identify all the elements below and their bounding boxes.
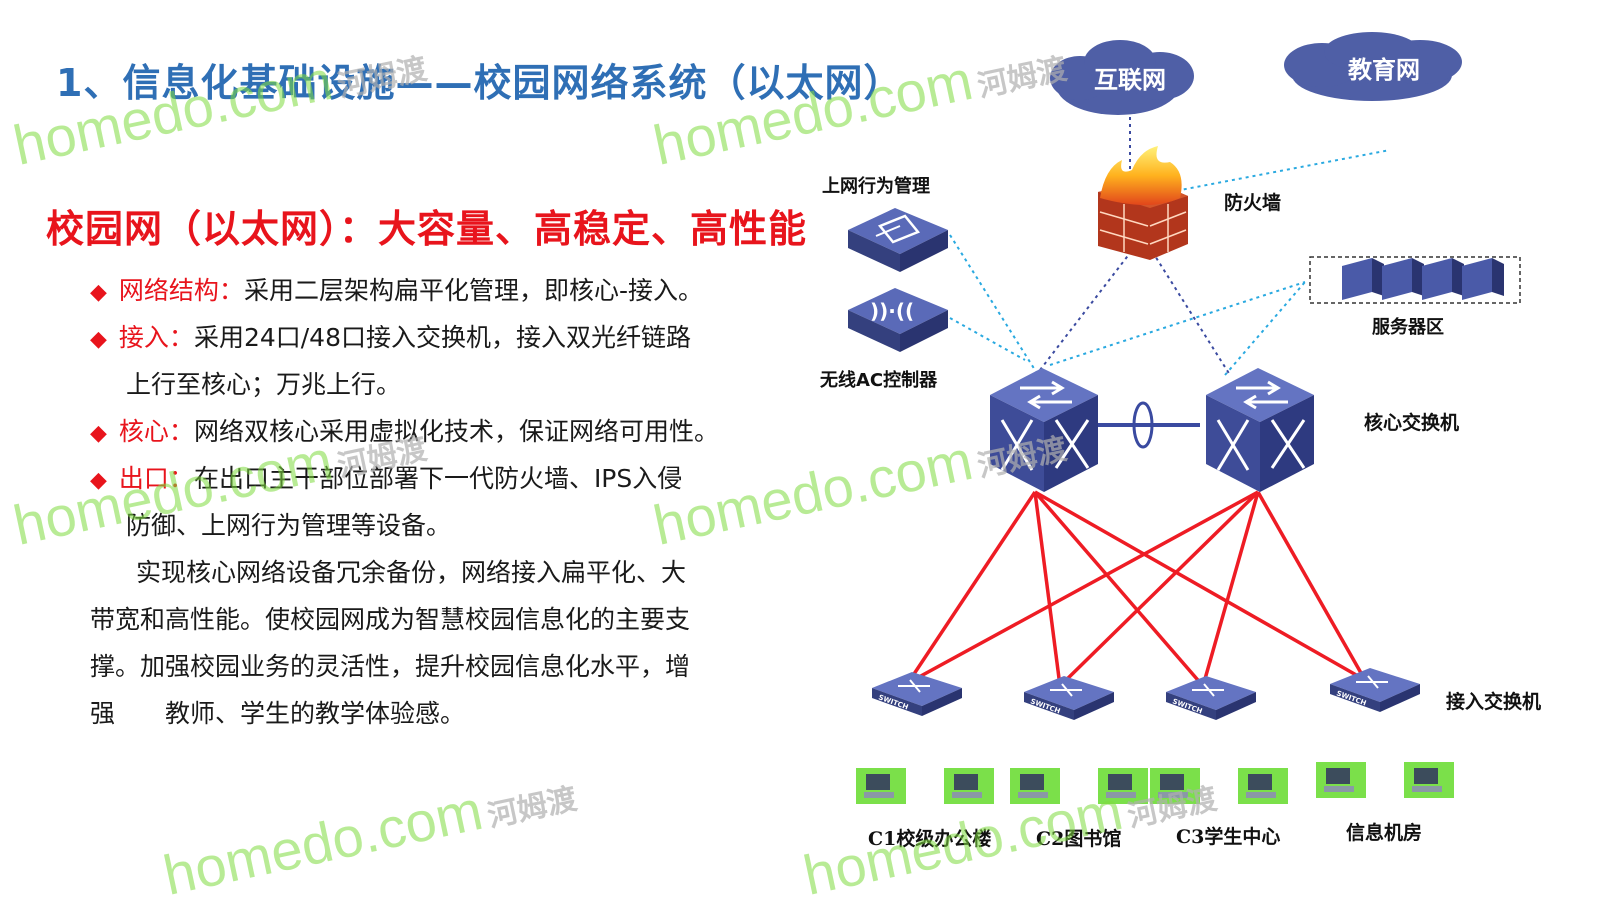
bullet-structure: ◆网络结构：采用二层架构扁平化管理，即核心-接入。 — [90, 276, 703, 305]
access-switch-label: 接入交换机 — [1446, 691, 1542, 713]
location-datacenter-label: 信息机房 — [1346, 822, 1423, 844]
pc-icon — [856, 768, 906, 804]
wireless-ac-label: 无线AC控制器 — [820, 370, 938, 391]
firewall-label: 防火墙 — [1224, 192, 1282, 214]
internet-label: 互联网 — [1094, 66, 1166, 94]
internet-cloud — [1050, 40, 1194, 115]
bullet-access-cont: 上行至核心；万兆上行。 — [126, 370, 402, 399]
diamond-bullet-icon: ◆ — [90, 280, 107, 305]
pc-icon — [1404, 762, 1454, 798]
access-switch-2-icon — [1024, 676, 1114, 720]
summary-line-3: 撑。加强校园业务的灵活性，提升校园信息化水平，增 — [90, 652, 691, 681]
core-switch-2-icon — [1206, 368, 1314, 492]
pc-icon — [1098, 768, 1148, 804]
bullet-exit-cont: 防御、上网行为管理等设备。 — [126, 511, 452, 540]
pc-icon — [1150, 768, 1200, 804]
access-switch-4-icon — [1330, 668, 1420, 712]
edu-net-label: 教育网 — [1348, 56, 1420, 84]
red-links — [906, 490, 1367, 688]
bullet-exit: ◆出口：在出口主干部位部署下一代防火墙、IPS入侵 — [90, 464, 683, 493]
diamond-bullet-icon: ◆ — [90, 327, 107, 352]
dotted-links — [949, 110, 1391, 379]
slide-title: 1、信息化基础设施——校园网络系统（以太网） — [56, 61, 903, 105]
svg-text:))·((: ))·(( — [870, 299, 914, 323]
bullet-access: ◆接入：采用24口/48口接入交换机，接入双光纤链路 — [90, 323, 691, 352]
server-zone-label: 服务器区 — [1372, 317, 1444, 338]
core-stack-link — [1090, 401, 1200, 449]
summary-line-4: 强 教师、学生的教学体验感。 — [90, 699, 466, 728]
core-switch-label: 核心交换机 — [1364, 412, 1460, 434]
pc-icon — [1010, 768, 1060, 804]
location-c1-label: C1校级办公楼 — [868, 828, 992, 850]
pc-icons — [856, 762, 1454, 804]
location-c2-label: C2图书馆 — [1036, 828, 1122, 850]
summary-line-2: 带宽和高性能。使校园网成为智慧校园信息化的主要支 — [90, 605, 691, 634]
summary-line-1: 实现核心网络设备冗余备份，网络接入扁平化、大 — [136, 558, 687, 587]
behavior-mgmt-device-icon — [848, 208, 948, 272]
access-switch-3-icon — [1166, 676, 1256, 720]
core-switch-1-icon — [990, 368, 1098, 492]
server-zone-icon — [1309, 256, 1521, 304]
pc-icon — [1238, 768, 1288, 804]
access-switch-1-icon — [872, 672, 962, 716]
location-c3-label: C3学生中心 — [1176, 826, 1281, 848]
diamond-bullet-icon: ◆ — [90, 421, 107, 446]
wireless-ac-device-icon: ))·(( — [848, 288, 948, 352]
bullet-core: ◆核心：网络双核心采用虚拟化技术，保证网络可用性。 — [90, 417, 719, 446]
edu-net-cloud — [1284, 32, 1462, 101]
pc-icon — [944, 768, 994, 804]
behavior-mgmt-label: 上网行为管理 — [822, 176, 930, 197]
pc-icon — [1316, 762, 1366, 798]
headline: 校园网（以太网）：大容量、高稳定、高性能 — [46, 207, 808, 251]
firewall-icon — [1098, 146, 1188, 260]
diamond-bullet-icon: ◆ — [90, 468, 107, 493]
